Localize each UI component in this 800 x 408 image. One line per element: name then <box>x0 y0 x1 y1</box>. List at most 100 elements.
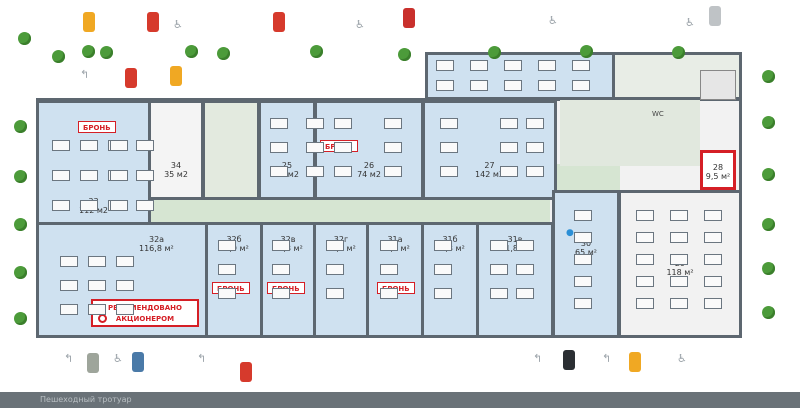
car-icon <box>125 68 137 88</box>
wheelchair-icon: ♿ <box>685 16 695 29</box>
turn-arrow-icon: ↰ <box>533 352 543 365</box>
desk <box>490 288 508 299</box>
car-icon <box>273 12 285 32</box>
room-26-number: 26 <box>363 161 375 170</box>
car-icon <box>170 66 182 86</box>
tree-icon <box>672 46 685 59</box>
stair-block-left <box>202 100 260 200</box>
desk <box>116 304 134 315</box>
recommended-line1: РЕКОМЕНДОВАНО <box>108 304 182 312</box>
desk <box>490 264 508 275</box>
room-28-number: 28 <box>712 163 724 172</box>
tree-icon <box>14 312 27 325</box>
tree-icon <box>580 45 593 58</box>
desk <box>704 210 722 221</box>
desk <box>436 80 454 91</box>
tree-icon <box>217 47 230 60</box>
desk <box>670 298 688 309</box>
desk <box>670 210 688 221</box>
tree-icon <box>14 170 27 183</box>
room-27-area: 142 м2 <box>475 170 504 179</box>
desk <box>326 240 344 251</box>
desk <box>272 264 290 275</box>
desk <box>500 142 518 153</box>
desk <box>704 232 722 243</box>
desk <box>52 140 70 151</box>
desk <box>110 200 128 211</box>
desk <box>670 232 688 243</box>
turn-arrow-icon: ↰ <box>197 352 207 365</box>
desk <box>470 60 488 71</box>
tree-icon <box>14 120 27 133</box>
room-28-highlight[interactable]: 28 9,5 м² <box>700 150 736 190</box>
tree-icon <box>762 306 775 319</box>
desk <box>334 142 352 153</box>
desk <box>270 142 288 153</box>
car-icon <box>709 6 721 26</box>
room-32a-area: 116,8 м² <box>139 244 174 253</box>
wheelchair-icon: ♿ <box>173 18 183 31</box>
desk <box>384 142 402 153</box>
desk <box>704 254 722 265</box>
room-32g-number: 32г <box>316 235 366 244</box>
desk <box>136 200 154 211</box>
tree-icon <box>185 45 198 58</box>
desk <box>504 80 522 91</box>
desk <box>80 170 98 181</box>
desk <box>334 118 352 129</box>
turn-arrow-icon: ↰ <box>64 352 74 365</box>
recommended-badge: РЕКОМЕНДОВАНО АКЦИОНЕРОМ <box>91 299 199 327</box>
room-25-number: 25 <box>261 161 313 170</box>
tree-icon <box>100 46 113 59</box>
tree-icon <box>762 168 775 181</box>
room-28-area: 9,5 м² <box>705 172 731 181</box>
desk <box>572 60 590 71</box>
desk <box>380 264 398 275</box>
desk <box>80 200 98 211</box>
desk <box>270 118 288 129</box>
desk <box>636 276 654 287</box>
desk <box>440 118 458 129</box>
desk <box>218 288 236 299</box>
desk <box>504 60 522 71</box>
car-icon <box>147 12 159 32</box>
desk <box>110 140 128 151</box>
desk <box>436 60 454 71</box>
droplet-icon: ● <box>566 228 574 238</box>
room-34[interactable]: 34 35 м2 <box>148 100 204 200</box>
tree-icon <box>52 50 65 63</box>
car-icon <box>563 350 575 370</box>
sidewalk-strip: Пешеходный тротуар <box>0 392 800 408</box>
desk <box>516 240 534 251</box>
desk <box>526 166 544 177</box>
desk <box>526 118 544 129</box>
room-31b-number: 31б <box>424 235 476 244</box>
desk <box>272 288 290 299</box>
desk <box>538 80 556 91</box>
room-30-number: 30 <box>580 239 592 248</box>
desk <box>306 118 324 129</box>
room-31a-number: 31а <box>369 235 421 244</box>
desk <box>60 256 78 267</box>
desk <box>326 264 344 275</box>
wheelchair-icon: ♿ <box>355 18 365 31</box>
room-30-area: 65 м² <box>575 248 597 257</box>
room-31v[interactable]: 31в 51,8 м² <box>476 222 554 338</box>
desk <box>574 254 592 265</box>
desk <box>334 166 352 177</box>
desk <box>434 240 452 251</box>
tree-icon <box>82 45 95 58</box>
desk <box>574 298 592 309</box>
desk <box>80 140 98 151</box>
wheelchair-icon: ♿ <box>677 352 687 365</box>
desk <box>88 304 106 315</box>
room-32v-number: 32в <box>263 235 313 244</box>
desk <box>500 118 518 129</box>
desk <box>704 276 722 287</box>
desk <box>538 60 556 71</box>
sidewalk-label: Пешеходный тротуар <box>40 395 132 404</box>
tree-icon <box>762 70 775 83</box>
desk <box>384 118 402 129</box>
desk <box>380 240 398 251</box>
desk <box>574 210 592 221</box>
